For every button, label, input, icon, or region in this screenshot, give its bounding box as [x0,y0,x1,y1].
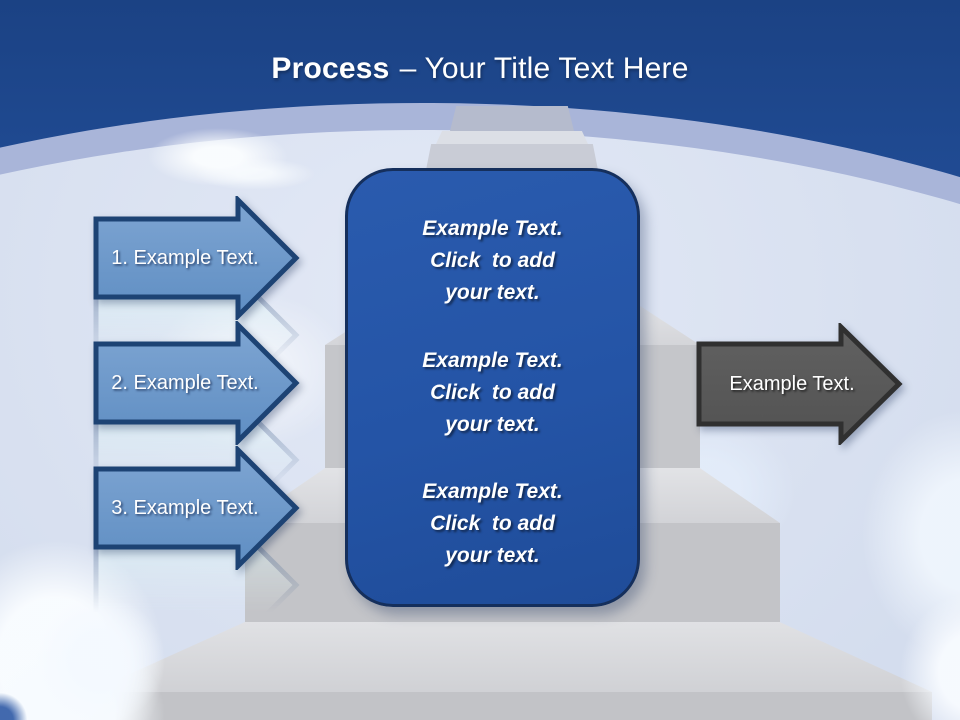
panel-line: Click to add [430,512,555,535]
center-text-panel[interactable]: Example Text. Click to add your text. Ex… [345,168,640,607]
result-arrow[interactable]: Example Text. [695,323,903,445]
panel-text-block-2: Example Text. Click to add your text. [366,345,619,441]
panel-text-block-3: Example Text. Click to add your text. [366,476,619,572]
stair-step [450,106,574,131]
stair-step [436,131,588,144]
panel-line: Example Text. [422,480,563,503]
process-arrow-2[interactable]: 2. Example Text. [92,321,300,445]
title-emphasis: Process [271,52,390,85]
process-arrow-3[interactable]: 3. Example Text. [92,446,300,570]
stair-step [426,144,598,170]
process-arrow-1[interactable]: 1. Example Text. [92,196,300,320]
stair-riser [90,692,932,720]
panel-line: your text. [445,281,540,304]
panel-line: Click to add [430,249,555,272]
panel-line: your text. [445,412,540,436]
arrow-label: Example Text. [729,372,855,395]
panel-line: Example Text. [422,217,563,240]
panel-line: Click to add [430,380,555,404]
arrow-label: 1. Example Text. [111,246,259,269]
arrow-label: 2. Example Text. [111,371,259,394]
stair-tread [90,622,932,692]
panel-line: your text. [445,544,540,567]
panel-text-block-1: Example Text. Click to add your text. [366,213,619,309]
planet-edge-shadow [0,692,34,720]
slide-title[interactable]: Process – Your Title Text Here [0,52,960,86]
right-arrow-shape [93,196,300,320]
title-rest: – Your Title Text Here [399,52,689,85]
arrow-label: 3. Example Text. [111,496,259,519]
panel-line: Example Text. [422,348,563,372]
